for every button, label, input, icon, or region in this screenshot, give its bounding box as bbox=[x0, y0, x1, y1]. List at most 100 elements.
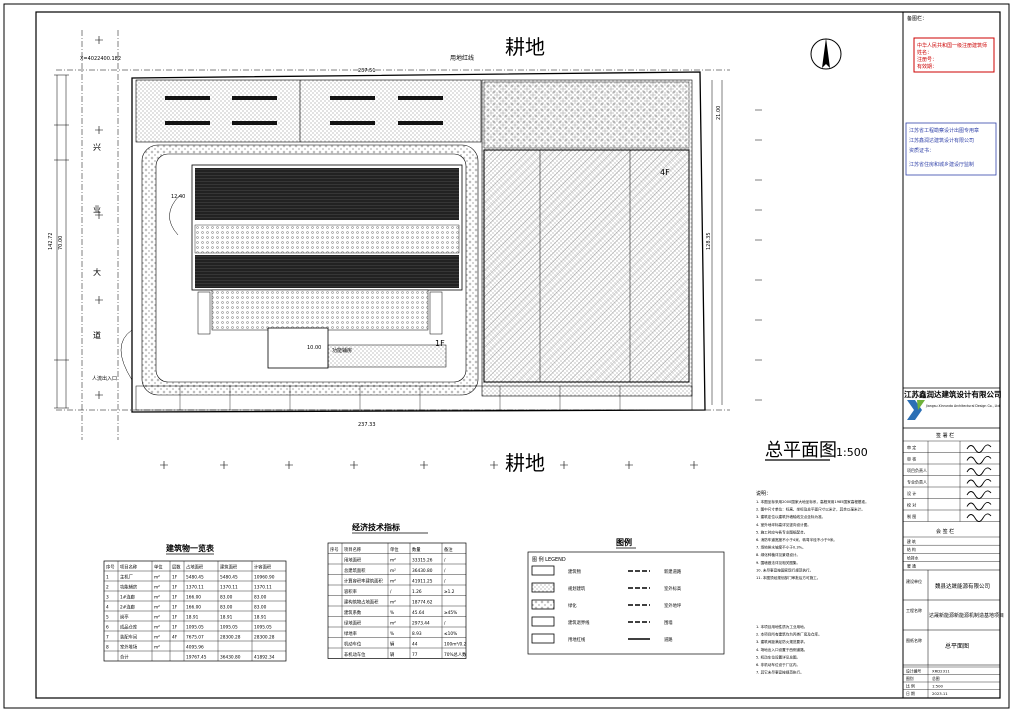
tech-table-cell: 1.26 bbox=[412, 589, 422, 595]
tech-table-cell: m² bbox=[390, 601, 396, 606]
legend-header: 图 例 LEGEND bbox=[532, 556, 566, 563]
buildings-table-cell: 1095.05 bbox=[186, 625, 204, 631]
buildings-table-cell: 7 bbox=[106, 635, 109, 641]
tech-table-cell: 45.64 bbox=[412, 610, 425, 616]
note-line: 4. 室外地坪标高详见竖向设计图。 bbox=[756, 522, 811, 527]
meta-value: XRD2311 bbox=[932, 669, 950, 674]
svg-text:4F: 4F bbox=[660, 168, 670, 177]
project-name: 达晟新能源新能源机制造基地项目 bbox=[929, 612, 1004, 619]
svg-text:1F: 1F bbox=[435, 339, 445, 348]
signature-mark bbox=[966, 490, 992, 499]
north-coordinate: X=4022400.182 bbox=[80, 56, 121, 62]
parking-rows bbox=[165, 96, 443, 125]
buildings-table-header-cell: 项目名称 bbox=[120, 564, 138, 571]
legend-swatch bbox=[531, 633, 555, 644]
tech-table-cell: 建构筑物占地面积 bbox=[344, 599, 379, 606]
buildings-table-cell: 41892.34 bbox=[254, 655, 275, 661]
tech-table-cell: ≥45% bbox=[444, 610, 457, 616]
legend-item-label: 围墙 bbox=[664, 619, 673, 626]
buildings-table-cell: 28300.28 bbox=[220, 635, 241, 641]
tech-table-cell: 36430.80 bbox=[412, 568, 433, 574]
buildings-table-cell: 10960.90 bbox=[254, 575, 275, 581]
note-line: 9. 围墙做法详见相关图集。 bbox=[756, 560, 800, 565]
svg-text:21.00: 21.00 bbox=[716, 106, 722, 120]
legend-item-label: 室外标高 bbox=[664, 585, 682, 592]
farmland-top-label: 耕地 bbox=[505, 35, 545, 59]
signature-mark bbox=[966, 501, 992, 511]
svg-text:功能辅房: 功能辅房 bbox=[332, 347, 352, 354]
company-english: Jiangsu Xinrunda Architectural Design Co… bbox=[925, 404, 1001, 408]
buildings-table-cell: 功能辅房 bbox=[120, 584, 137, 591]
tech-table-cell: 绿地率 bbox=[344, 630, 358, 637]
buildings-table-cell: 1 bbox=[106, 575, 109, 581]
grid-markers bbox=[95, 36, 698, 469]
stamp-line: 注册号： bbox=[917, 56, 937, 63]
meta-label: 日 期 bbox=[906, 691, 915, 696]
legend-item-label: 新建道路 bbox=[664, 568, 682, 575]
sign-row-label: 审 定 bbox=[907, 444, 916, 450]
buildings-table-cell: 装配车间 bbox=[120, 634, 137, 641]
buildings-table-cell: m² bbox=[154, 576, 160, 581]
buildings-table-cell: m² bbox=[154, 596, 160, 601]
sign-row-label: 专业负责人 bbox=[907, 479, 927, 485]
tech-table-cell: 2973.44 bbox=[412, 621, 430, 627]
title-block: 备图栏： 中华人民共和国一级注册建筑师 姓名： 注册号： 有效期： 江苏省工程勘… bbox=[903, 15, 1004, 698]
legend-title: 图例 bbox=[616, 537, 632, 547]
meeting-row-label: 暖 通 bbox=[907, 564, 916, 569]
tech-table-cell: 辆 bbox=[390, 651, 395, 658]
buildings-table-cell: 7675.07 bbox=[186, 635, 204, 641]
buildings-table-cell: 5 bbox=[106, 615, 109, 621]
tech-table-cell: / bbox=[444, 621, 446, 627]
tech-table-cell: m² bbox=[390, 580, 396, 585]
tech-table-header-cell: 序号 bbox=[330, 546, 339, 553]
buildings-table-cell: 18.91 bbox=[254, 615, 267, 621]
tech-table-header-cell: 数量 bbox=[412, 546, 421, 553]
tech-table-cell: m² bbox=[390, 569, 396, 574]
meeting-header: 会 签 栏 bbox=[936, 528, 954, 535]
tech-table-cell: 70%总人数 bbox=[444, 651, 467, 658]
sign-row-label: 校 对 bbox=[907, 502, 916, 508]
buildings-table-header-cell: 单位 bbox=[154, 564, 163, 571]
buildings-table-header-cell: 序号 bbox=[106, 564, 115, 571]
buildings-table-cell: 岗亭 bbox=[120, 614, 129, 621]
tech-table-cell: % bbox=[390, 631, 394, 637]
buildings-table-cell: 18.91 bbox=[220, 615, 233, 621]
buildings-table-cell: 1370.11 bbox=[220, 585, 238, 591]
tech-table-cell: m² bbox=[390, 622, 396, 627]
tech-table-cell: 建筑系数 bbox=[344, 609, 362, 616]
meeting-row-label: 给排水 bbox=[907, 555, 919, 560]
svg-text:128.35: 128.35 bbox=[706, 233, 712, 251]
plan-scale: 1:500 bbox=[836, 446, 868, 459]
tech-table-cell: 非机动车位 bbox=[344, 651, 366, 658]
buildings-table-cell: 1F bbox=[172, 615, 178, 621]
west-road-char: 兴 bbox=[93, 143, 101, 152]
meta-label: 设计编号 bbox=[906, 669, 921, 674]
buildings-table-header-cell: 占地面积 bbox=[186, 564, 204, 571]
buildings-table-cell: 6 bbox=[106, 625, 109, 631]
sign-row-label: 审 核 bbox=[907, 456, 916, 462]
tech-table-cell: / bbox=[444, 558, 446, 564]
note-line: 4. 场地出入口设置于西侧道路。 bbox=[756, 647, 807, 652]
drawing-label: 图纸名称 bbox=[906, 637, 922, 643]
legend-swatch bbox=[531, 565, 555, 576]
buildings-table-title: 建筑物一览表 bbox=[165, 543, 215, 553]
note-line: 1. 本项目用地性质为工业用地。 bbox=[756, 624, 807, 629]
signature-mark bbox=[966, 478, 992, 488]
legend-item-label: 规划建筑 bbox=[568, 585, 586, 592]
meta-label: 比 例 bbox=[906, 684, 915, 689]
buildings-table-cell: 1095.05 bbox=[220, 625, 238, 631]
note-line: 1. 本图坐标采用2000国家大地坐标系，高程采用1985国家高程基准。 bbox=[756, 499, 869, 504]
svg-text:142.72: 142.72 bbox=[48, 233, 54, 251]
tech-table-cell: 18774.62 bbox=[412, 600, 433, 606]
sign-row-label: 设 计 bbox=[907, 490, 916, 496]
notes-header: 说明： bbox=[756, 490, 771, 497]
note-line: 11. 本图须经规划部门审批后方可施工。 bbox=[756, 575, 820, 580]
legend-swatch bbox=[531, 599, 555, 610]
meta-value: 1:500 bbox=[932, 684, 944, 689]
buildings-table-cell: 18.91 bbox=[186, 615, 199, 621]
buildings-table-cell: 4095.96 bbox=[186, 645, 204, 651]
note-line: 3. 建筑定位以建筑外墙轴线交点坐标为准。 bbox=[756, 514, 825, 519]
buildings-table-cell: 2#连廊 bbox=[120, 604, 136, 611]
bottom-dimension: 237.33 bbox=[358, 422, 376, 428]
